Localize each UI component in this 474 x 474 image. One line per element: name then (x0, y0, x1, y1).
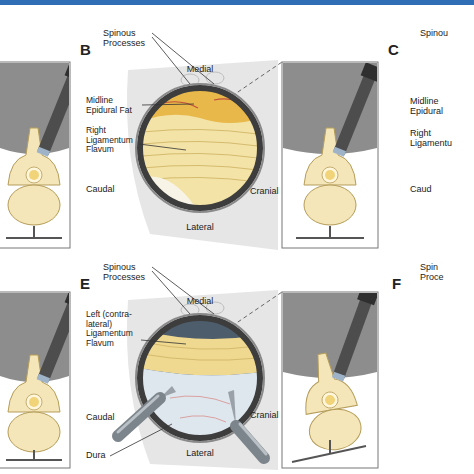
anatomy-label: Medial (187, 296, 214, 306)
anatomy-label: Epidural (410, 106, 443, 116)
anatomy-label: Spinou (420, 28, 448, 38)
panel-letter: F (392, 276, 401, 293)
anatomy-label: Cranial (250, 410, 279, 420)
panel-e-view (110, 267, 282, 470)
anatomy-label: Right Ligamentum Flavum (86, 126, 138, 155)
panel-b-cross-section (282, 62, 383, 248)
anatomy-label: Midline Epidural Fat (86, 96, 140, 115)
anatomy-label: Proce (420, 272, 444, 282)
anatomy-label: Cranial (250, 186, 279, 196)
anatomy-label: Ligamentu (410, 138, 452, 148)
anatomy-label: Left (contra-lateral) Ligamentum Flavum (86, 310, 138, 348)
anatomy-label: Medial (187, 64, 214, 74)
anatomy-label: Dura (86, 450, 106, 460)
panel-a-cross-section (0, 62, 87, 248)
anatomy-label: Spinous Processes (103, 262, 155, 282)
panel-letter: E (80, 276, 90, 293)
anatomy-label: Lateral (186, 222, 214, 232)
anatomy-label: Right (410, 128, 431, 138)
top-bar (0, 0, 474, 5)
panel-b-view (127, 33, 282, 250)
anatomy-label: Caudal (86, 184, 115, 194)
panel-e-cross-section (282, 283, 404, 468)
anatomy-label: Spinous Processes (103, 28, 155, 48)
panel-d-cross-section (0, 289, 87, 468)
anatomy-label: Midline (410, 96, 439, 106)
panel-letter: B (80, 42, 91, 59)
anatomy-label: Lateral (186, 448, 214, 458)
anatomy-label: Caudal (86, 412, 115, 422)
anatomy-label: Spin (420, 262, 438, 272)
panel-letter: C (388, 42, 399, 59)
anatomy-label: Caud (410, 184, 432, 194)
